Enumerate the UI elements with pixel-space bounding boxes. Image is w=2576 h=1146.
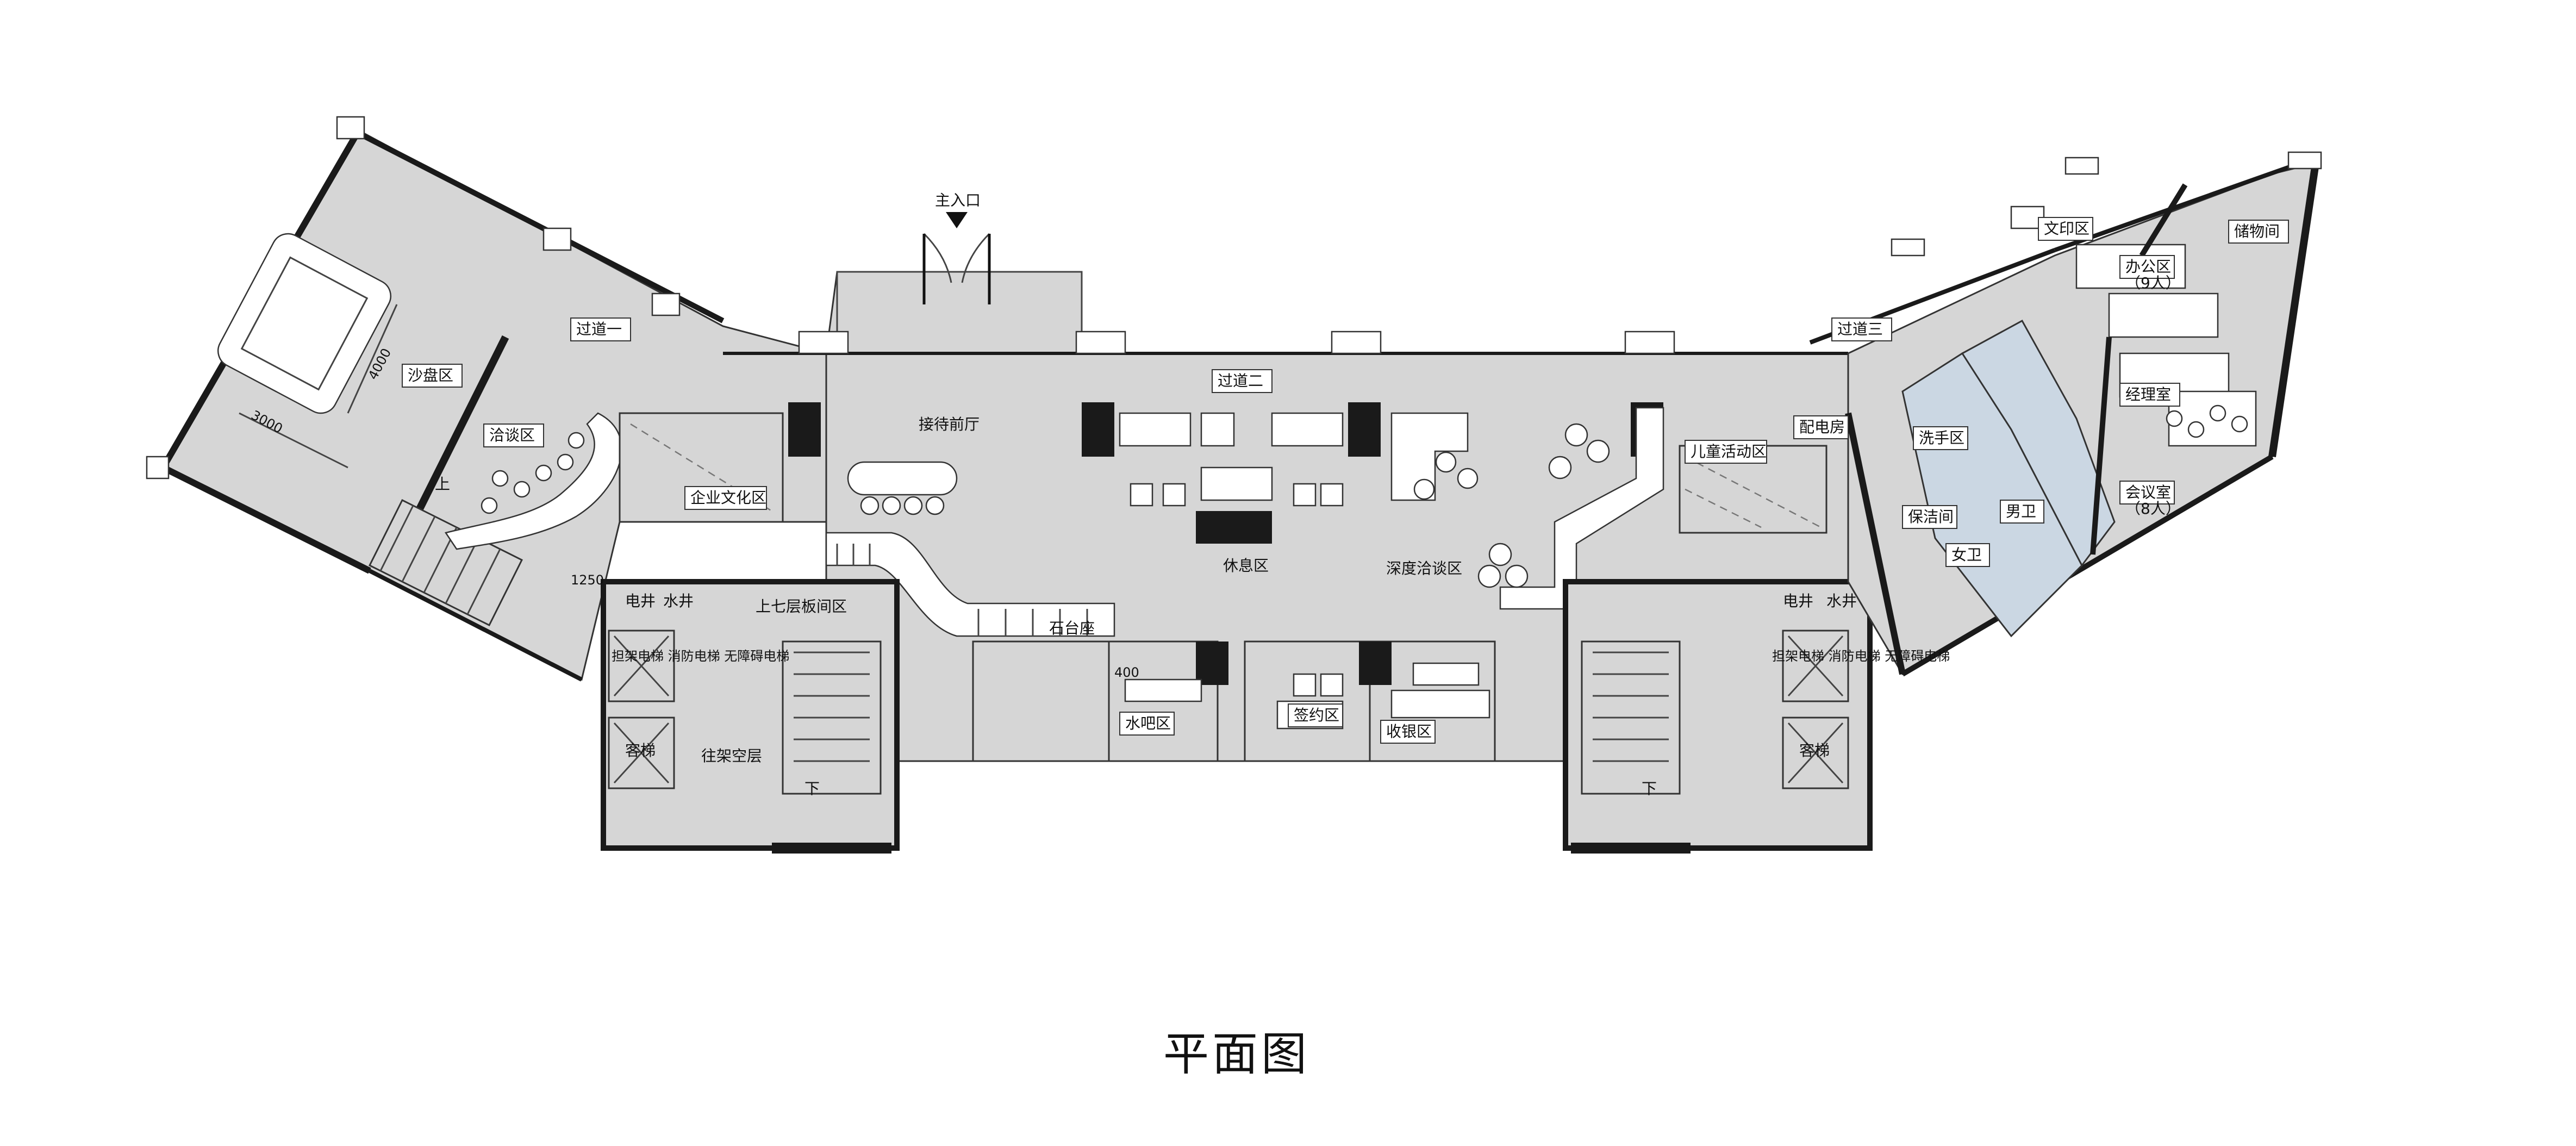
label-culture: 企业文化区 (690, 489, 766, 507)
label-men: 男卫 (2006, 502, 2036, 520)
label-guest-elevator-left: 客梯 (625, 742, 656, 759)
label-signing: 签约区 (1294, 706, 1339, 724)
label-rest: 休息区 (1223, 557, 1269, 575)
label-fire-elevator-left: 担架电梯 消防电梯 无障碍电梯 (612, 649, 789, 664)
right-core (1563, 579, 1873, 854)
dimension-400: 400 (1114, 665, 1139, 680)
label-water-right: 水井 (1826, 592, 1857, 610)
label-upper-floor: 上七层板间区 (756, 597, 847, 615)
plan-title: 平面图 (1163, 1027, 1310, 1081)
label-water-left: 水井 (663, 592, 694, 610)
dimension-1250: 1250 (571, 572, 604, 588)
label-corridor1: 过道一 (576, 320, 622, 338)
label-corridor3: 过道三 (1837, 320, 1883, 338)
label-storage: 储物间 (2234, 222, 2280, 240)
label-reception: 接待前厅 (919, 415, 980, 433)
label-corridor2: 过道二 (1218, 372, 1263, 390)
label-office: 办公区 (2125, 258, 2171, 276)
label-meeting-capacity: （8人） (2125, 500, 2181, 518)
label-power-room: 配电房 (1799, 418, 1845, 436)
label-kids: 儿童活动区 (1691, 443, 1767, 460)
label-manager: 经理室 (2125, 385, 2171, 403)
label-print: 文印区 (2044, 220, 2090, 238)
label-down-right: 下 (1642, 780, 1657, 798)
label-stone-base: 石台座 (1049, 619, 1095, 637)
label-cashier: 收银区 (1386, 723, 1432, 740)
label-guest-elevator-right: 客梯 (1799, 742, 1830, 759)
room-labels: 沙盘区 过道一 洽谈区 企业文化区 接待前厅 过道二 休息区 深度洽谈区 儿童活… (402, 217, 2289, 798)
label-negotiation: 洽谈区 (489, 426, 535, 444)
label-meeting: 会议室 (2125, 483, 2171, 501)
label-fire-elevator-right: 担架电梯 消防电梯 无障碍电梯 (1772, 649, 1950, 664)
label-office-capacity: （9人） (2125, 274, 2181, 292)
label-bar: 水吧区 (1125, 714, 1171, 732)
label-up-left: 上 (435, 475, 450, 493)
label-down-left: 下 (804, 780, 820, 798)
label-wash: 洗手区 (1919, 429, 1964, 447)
label-overhead: 往架空层 (701, 747, 762, 765)
label-elec-right: 电井 (1783, 592, 1813, 610)
left-wing: 3000 4000 (146, 116, 827, 682)
main-entrance-label: 主入口 (935, 191, 981, 209)
label-deep-talk: 深度洽谈区 (1386, 559, 1462, 577)
label-sandtable: 沙盘区 (408, 366, 453, 384)
label-cleaning: 保洁间 (1908, 508, 1954, 526)
left-core (601, 579, 900, 854)
label-elec-left: 电井 (625, 592, 656, 610)
label-women: 女卫 (1951, 546, 1982, 564)
